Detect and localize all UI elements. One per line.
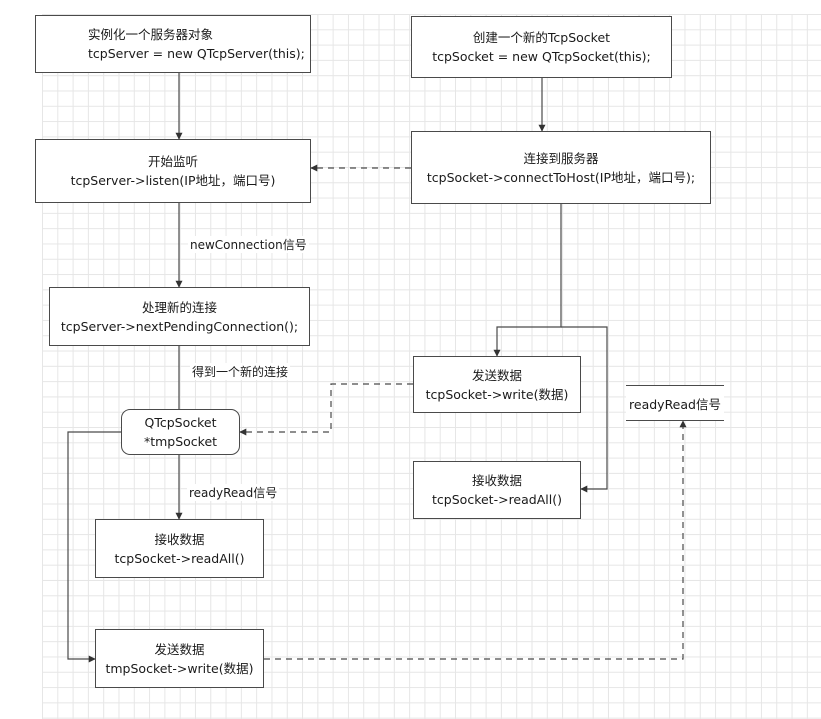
node-server-receive-title: 接收数据 bbox=[154, 531, 205, 547]
node-handle-connection: 处理新的连接 tcpServer->nextPendingConnection(… bbox=[49, 287, 310, 346]
node-client-send: 发送数据 tcpSocket->write(数据) bbox=[413, 356, 581, 413]
label-new-connection-signal: newConnection信号 bbox=[188, 236, 309, 253]
edge-connect-to-receive bbox=[561, 326, 608, 493]
node-create-socket-code: tcpSocket = new QTcpSocket(this); bbox=[432, 49, 651, 64]
label-ready-read-signal: readyRead信号 bbox=[187, 484, 280, 501]
node-server-receive-code: tcpSocket->readAll() bbox=[114, 550, 245, 566]
node-connect-host-code: tcpSocket->connectToHost(IP地址，端口号); bbox=[426, 169, 696, 185]
edge-clientsend-to-socket-dashed bbox=[239, 383, 413, 436]
node-instantiate-server: 实例化一个服务器对象 tcpServer = new QTcpServer(th… bbox=[35, 15, 311, 73]
node-tmp-socket-type: QTcpSocket bbox=[144, 415, 217, 430]
node-handle-connection-title: 处理新的连接 bbox=[141, 299, 217, 315]
node-server-send-title: 发送数据 bbox=[154, 641, 205, 657]
node-server-send-code: tmpSocket->write(数据) bbox=[105, 660, 254, 676]
node-client-receive: 接收数据 tcpSocket->readAll() bbox=[413, 461, 581, 519]
node-start-listen-code: tcpServer->listen(IP地址，端口号) bbox=[70, 173, 276, 188]
node-handle-connection-code: tcpServer->nextPendingConnection(); bbox=[60, 318, 299, 334]
label-got-new-connection: 得到一个新的连接 bbox=[190, 363, 291, 380]
node-instantiate-server-code: tcpServer = new QTcpServer(this); bbox=[88, 46, 305, 61]
node-server-send: 发送数据 tmpSocket->write(数据) bbox=[95, 629, 264, 688]
node-client-send-code: tcpSocket->write(数据) bbox=[425, 386, 569, 402]
node-client-send-title: 发送数据 bbox=[471, 367, 522, 383]
node-start-listen-title: 开始监听 bbox=[147, 154, 198, 169]
node-client-receive-code: tcpSocket->readAll() bbox=[432, 492, 562, 507]
ready-read-signal-label: readyRead信号 bbox=[629, 396, 721, 412]
node-connect-host: 连接到服务器 tcpSocket->connectToHost(IP地址，端口号… bbox=[411, 131, 711, 204]
node-instantiate-server-title: 实例化一个服务器对象 bbox=[88, 27, 214, 42]
node-server-receive: 接收数据 tcpSocket->readAll() bbox=[95, 519, 264, 578]
node-create-socket-title: 创建一个新的TcpSocket bbox=[472, 30, 611, 45]
edge-serversend-to-readyread-dashed bbox=[264, 420, 687, 660]
node-tmp-socket-name: *tmpSocket bbox=[143, 434, 218, 449]
node-tmp-socket: QTcpSocket *tmpSocket bbox=[121, 409, 240, 455]
edge-socket-to-send bbox=[67, 431, 121, 663]
node-create-socket: 创建一个新的TcpSocket tcpSocket = new QTcpSock… bbox=[411, 16, 672, 78]
node-client-receive-title: 接收数据 bbox=[471, 473, 522, 488]
ready-read-signal-box: readyRead信号 bbox=[626, 385, 724, 421]
node-connect-host-title: 连接到服务器 bbox=[523, 150, 599, 166]
edge-connect-to-send bbox=[493, 204, 562, 357]
node-start-listen: 开始监听 tcpServer->listen(IP地址，端口号) bbox=[35, 139, 311, 203]
